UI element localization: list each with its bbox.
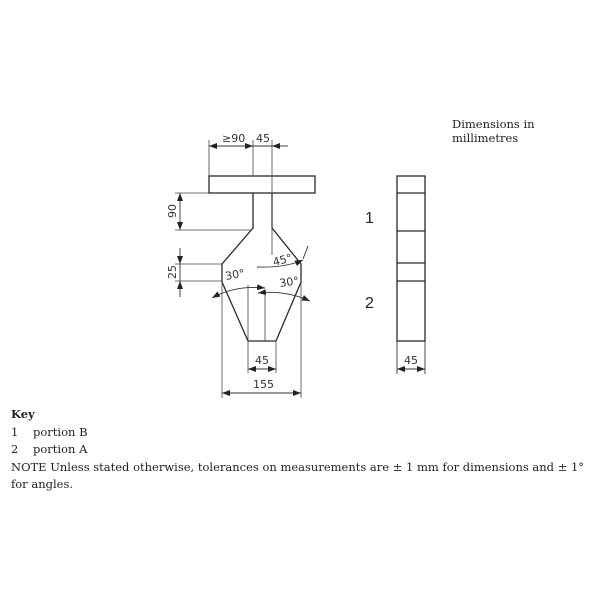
dim-shoulder-height: 25: [166, 265, 179, 279]
key-item: 2 portion A: [11, 441, 600, 459]
side-view: [396, 175, 426, 342]
dim-stem-width: 45: [256, 132, 270, 145]
callout-1: 1: [365, 210, 374, 227]
dim-angle-right: 30°: [279, 274, 300, 290]
body-outline: [221, 193, 302, 342]
key-item-number: 2: [11, 442, 19, 456]
dim-overall-width: 155: [253, 378, 274, 391]
key-item-label: portion B: [33, 424, 88, 439]
key-item-label: portion A: [33, 442, 88, 456]
key-title: Key: [11, 407, 35, 421]
key-item-number: 1: [11, 424, 19, 439]
key-section: Key 1 portion B 2 portion A NOTE Unless st…: [11, 406, 600, 494]
callout-2: 2: [365, 295, 374, 312]
tolerance-note: NOTE Unless stated otherwise, tolerances…: [11, 459, 585, 492]
top-bar: [208, 175, 316, 194]
front-view: [208, 175, 316, 342]
dim-angle-left: 30°: [224, 267, 245, 283]
side-view-dims: [396, 341, 426, 374]
dim-stem-height: 90: [166, 204, 179, 218]
units-note: Dimensions in millimetres: [452, 117, 535, 145]
dim-top-left-width: ≥90: [222, 132, 245, 145]
dim-side-width: 45: [404, 354, 418, 367]
dim-bottom-width: 45: [255, 354, 269, 367]
dim-angle-upper: 45°: [271, 251, 293, 269]
key-item: 1 portion B: [11, 424, 600, 442]
dimension-lines: [177, 143, 311, 396]
